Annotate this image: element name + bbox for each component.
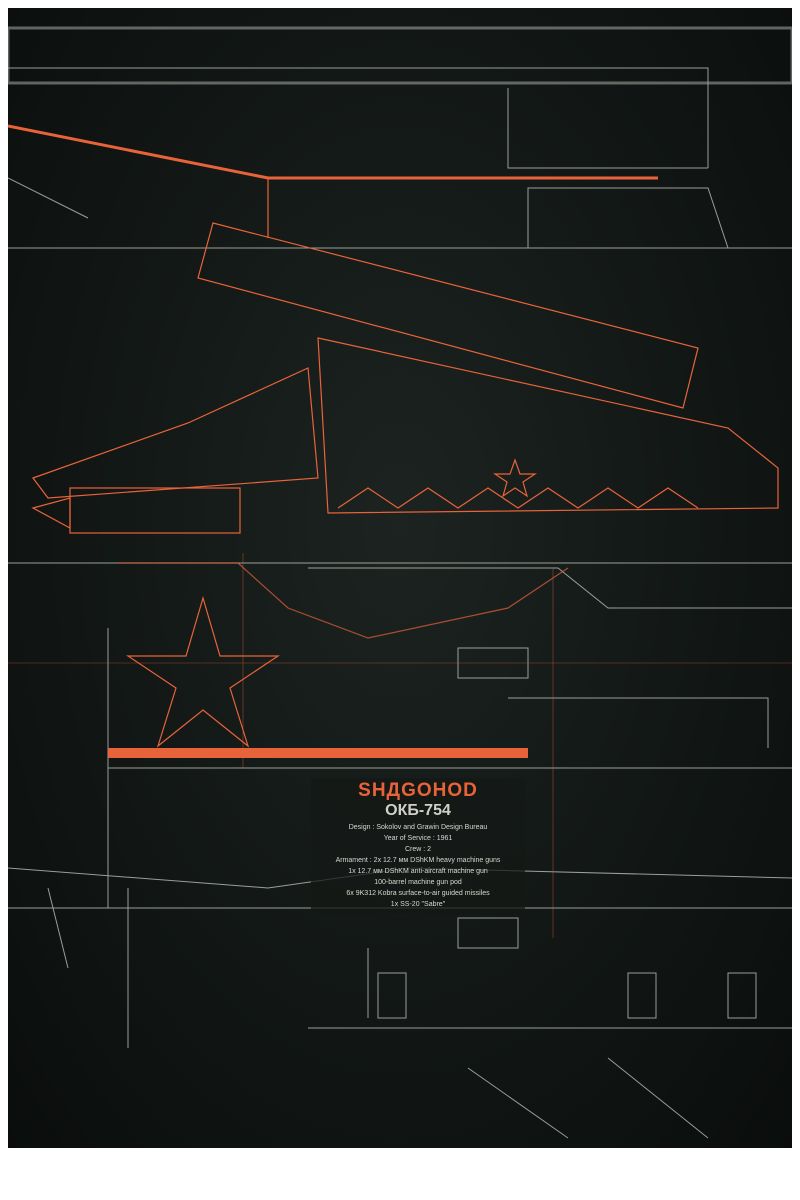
- spec-armament-3: 100-barrel machine gun pod: [374, 879, 462, 886]
- spec-armament-1: Armament : 2x 12.7 мм DShKM heavy machin…: [335, 857, 501, 864]
- blueprint-linework: [8, 26, 792, 1139]
- spec-armament-5: 1x SS-20 "Sabre": [390, 901, 446, 908]
- spec-design: Design : Sokolov and Grawin Design Burea…: [348, 824, 488, 831]
- spec-year: Year of Service : 1961: [383, 835, 453, 842]
- spec-armament-4: 6x 9K312 Kobra surface-to-air guided mis…: [346, 890, 490, 897]
- blueprint-poster: SHДGOHOD ОКБ-754 Design : Sokolov and Gr…: [8, 8, 792, 1148]
- vehicle-name: SHДGOHOD: [358, 780, 478, 801]
- bureau-code: ОКБ-754: [385, 802, 451, 819]
- spec-crew: Crew : 2: [404, 846, 432, 853]
- specs-panel: SHДGOHOD ОКБ-754 Design : Sokolov and Gr…: [311, 778, 525, 914]
- spec-armament-2: 1x 12.7 мм DShKM anti-aircraft machine g…: [348, 868, 488, 875]
